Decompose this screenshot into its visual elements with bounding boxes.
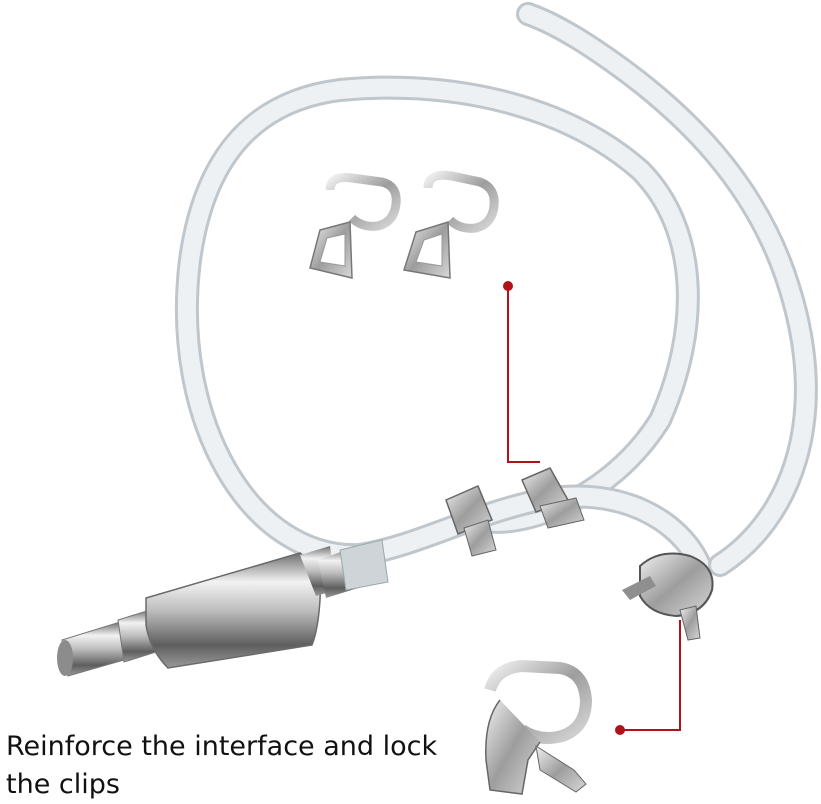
spring-clip-icon <box>309 173 401 279</box>
spring-clip-icon <box>484 659 593 795</box>
spring-clip-icon <box>403 170 499 279</box>
leader-dot-icon <box>615 725 625 735</box>
mounted-clip-icon <box>445 485 497 557</box>
clear-hose <box>174 2 818 577</box>
caption-text: Reinforce the interface and lock the cli… <box>6 731 438 800</box>
leader-dot-icon <box>503 281 513 291</box>
mounted-clip-icon <box>521 467 585 529</box>
leader-line <box>507 287 681 731</box>
fuel-filter <box>57 539 389 677</box>
mounted-clip-icon <box>622 552 714 641</box>
